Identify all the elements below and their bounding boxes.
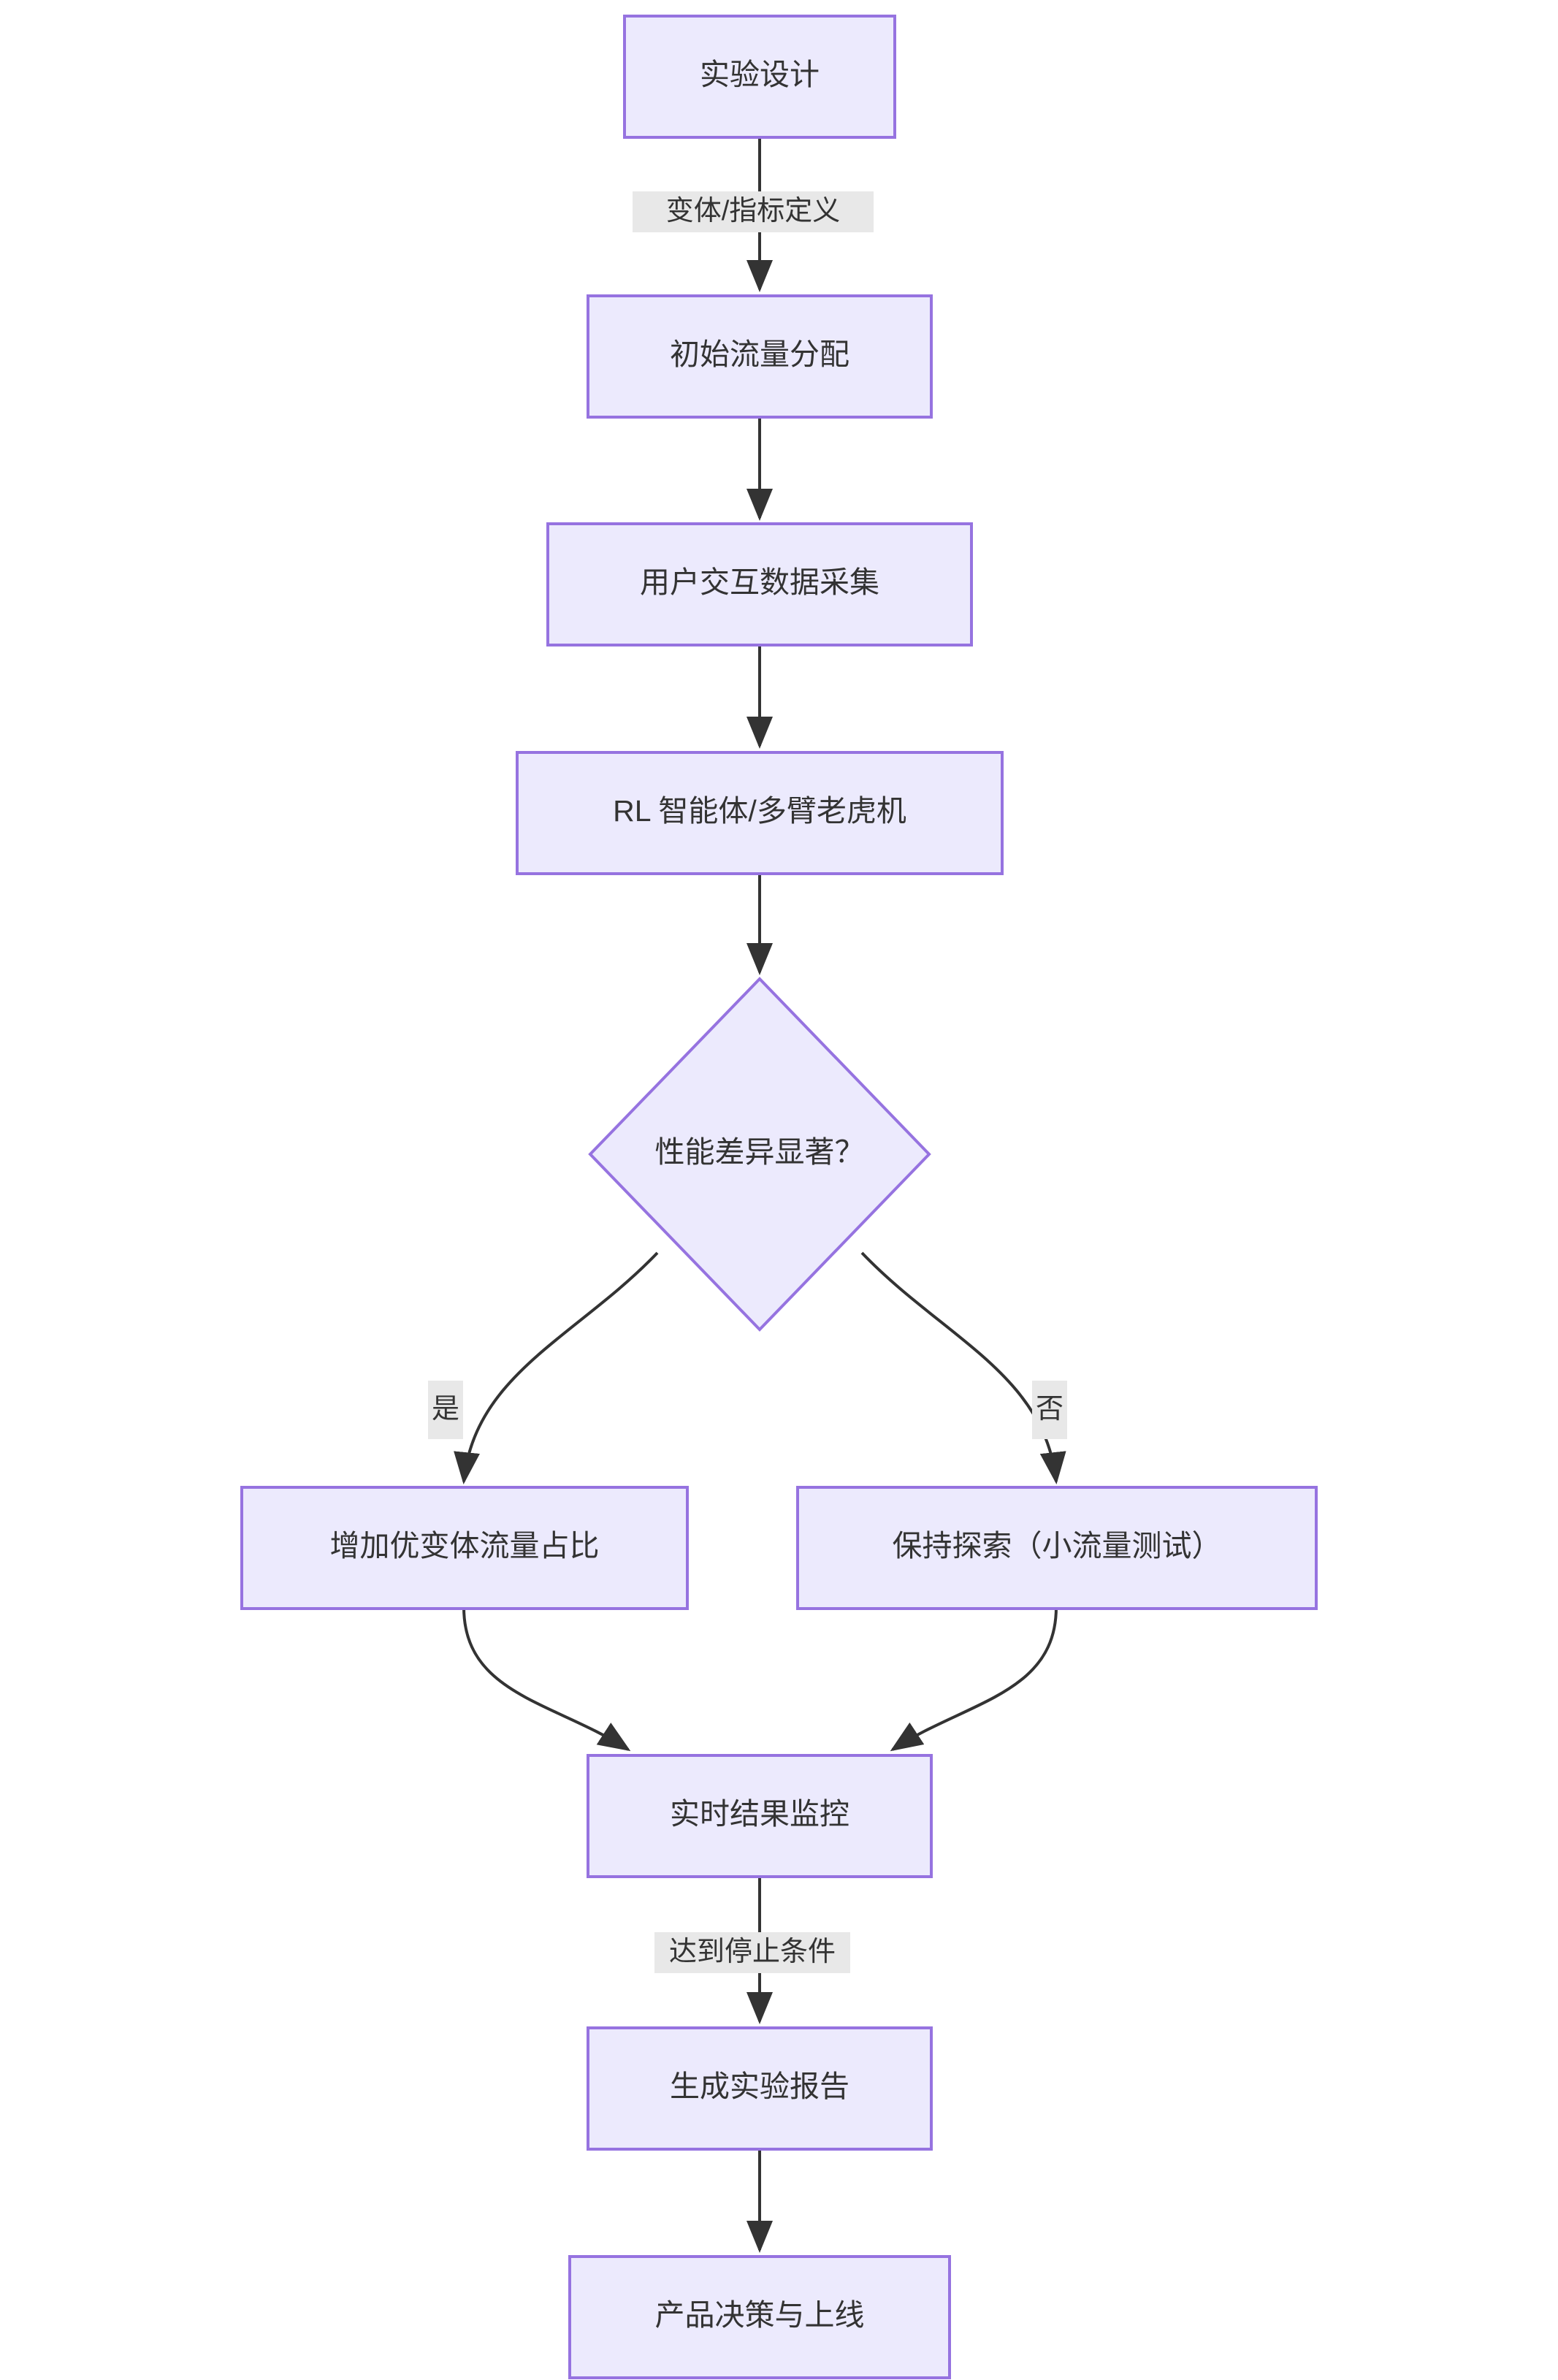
node-n1-shape[interactable] xyxy=(623,15,896,139)
edge-n6-n8 xyxy=(462,1606,631,1752)
node-n3-shape[interactable] xyxy=(546,522,973,647)
node-n7[interactable]: 保持探索（小流量测试） xyxy=(796,1486,1318,1610)
edge-label-n8-n9-text: 达到停止条件 xyxy=(669,1937,836,1967)
node-n4[interactable]: RL 智能体/多臂老虎机 xyxy=(516,751,1004,875)
edge-n5-n7-no xyxy=(860,1251,1066,1484)
edge-label-n1-n2-text: 变体/指标定义 xyxy=(666,196,841,226)
node-n7-shape[interactable] xyxy=(796,1486,1318,1610)
node-n3[interactable]: 用户交互数据采集 xyxy=(546,522,973,647)
edge-label-n1-n2-bg xyxy=(633,191,874,232)
node-n10-label: 产品决策与上线 xyxy=(655,2298,865,2332)
node-n10[interactable]: 产品决策与上线 xyxy=(568,2255,951,2379)
edge-n7-n8 xyxy=(890,1606,1058,1752)
node-n1-label: 实验设计 xyxy=(700,58,820,91)
node-n1[interactable]: 实验设计 xyxy=(623,15,896,139)
edge-label-n5-n6-bg xyxy=(428,1381,463,1439)
node-n5[interactable]: 性能差异显著？ xyxy=(588,977,931,1332)
edge-label-n5-n7-text: 否 xyxy=(1036,1394,1064,1424)
node-n5-shape[interactable] xyxy=(588,977,931,1332)
node-n2[interactable]: 初始流量分配 xyxy=(587,294,933,419)
edge-label-n8-n9-bg xyxy=(654,1932,850,1973)
node-n3-label: 用户交互数据采集 xyxy=(640,565,879,599)
node-n8[interactable]: 实时结果监控 xyxy=(587,1754,933,1878)
edge-label-n8-n9: 达到停止条件 xyxy=(654,1932,850,1973)
edge-label-n1-n2: 变体/指标定义 xyxy=(633,191,874,232)
node-n4-shape[interactable] xyxy=(516,751,1004,875)
node-n9-label: 生成实验报告 xyxy=(670,2070,849,2103)
edge-label-n5-n6: 是 xyxy=(428,1381,463,1439)
edge-label-n5-n7-bg xyxy=(1032,1381,1067,1439)
node-n9-shape[interactable] xyxy=(587,2026,933,2151)
node-n5-label: 性能差异显著？ xyxy=(655,1135,865,1169)
node-n2-shape[interactable] xyxy=(587,294,933,419)
node-n6-shape[interactable] xyxy=(240,1486,689,1610)
node-n9[interactable]: 生成实验报告 xyxy=(587,2026,933,2151)
node-n10-shape[interactable] xyxy=(568,2255,951,2379)
node-n6-label: 增加优变体流量占比 xyxy=(330,1529,600,1563)
edge-label-n5-n6-text: 是 xyxy=(432,1394,459,1424)
node-n2-label: 初始流量分配 xyxy=(670,337,849,371)
node-n8-shape[interactable] xyxy=(587,1754,933,1878)
node-n4-label: RL 智能体/多臂老虎机 xyxy=(613,794,906,828)
node-n8-label: 实时结果监控 xyxy=(670,1797,849,1831)
edge-n5-n6-yes xyxy=(454,1251,659,1484)
node-n6[interactable]: 增加优变体流量占比 xyxy=(240,1486,689,1610)
edge-label-n5-n7: 否 xyxy=(1032,1381,1067,1439)
node-n7-label: 保持探索（小流量测试） xyxy=(893,1529,1222,1563)
